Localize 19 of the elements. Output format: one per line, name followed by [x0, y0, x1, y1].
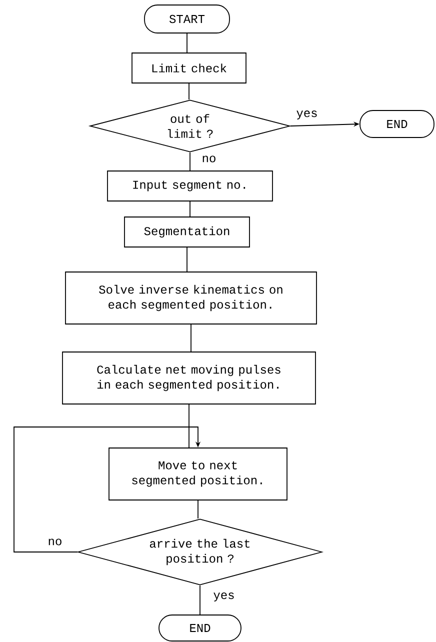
- process-box: Limit check: [132, 52, 246, 84]
- connector: [188, 404, 190, 448]
- edge-label: no: [200, 154, 218, 164]
- connector: [188, 83, 190, 100]
- terminal-box: START: [144, 4, 230, 34]
- connector: [186, 33, 188, 54]
- connector: [14, 426, 201, 552]
- edge-label: no: [46, 538, 64, 546]
- connector: [190, 324, 192, 352]
- process-box: Segmentation: [124, 216, 250, 248]
- process-box: Calculate net moving pulses in each segmented position.: [62, 352, 316, 404]
- edge-label: yes: [212, 592, 236, 602]
- terminal-box: END: [158, 614, 242, 642]
- connector: [186, 247, 188, 272]
- terminal-box: END: [360, 110, 434, 138]
- edge-label: yes: [295, 110, 319, 120]
- process-box: Input segment no.: [107, 170, 273, 202]
- process-box: Move to next segmented position.: [108, 448, 288, 500]
- process-box: Solve inverse kinematics on each segmented position.: [65, 272, 317, 324]
